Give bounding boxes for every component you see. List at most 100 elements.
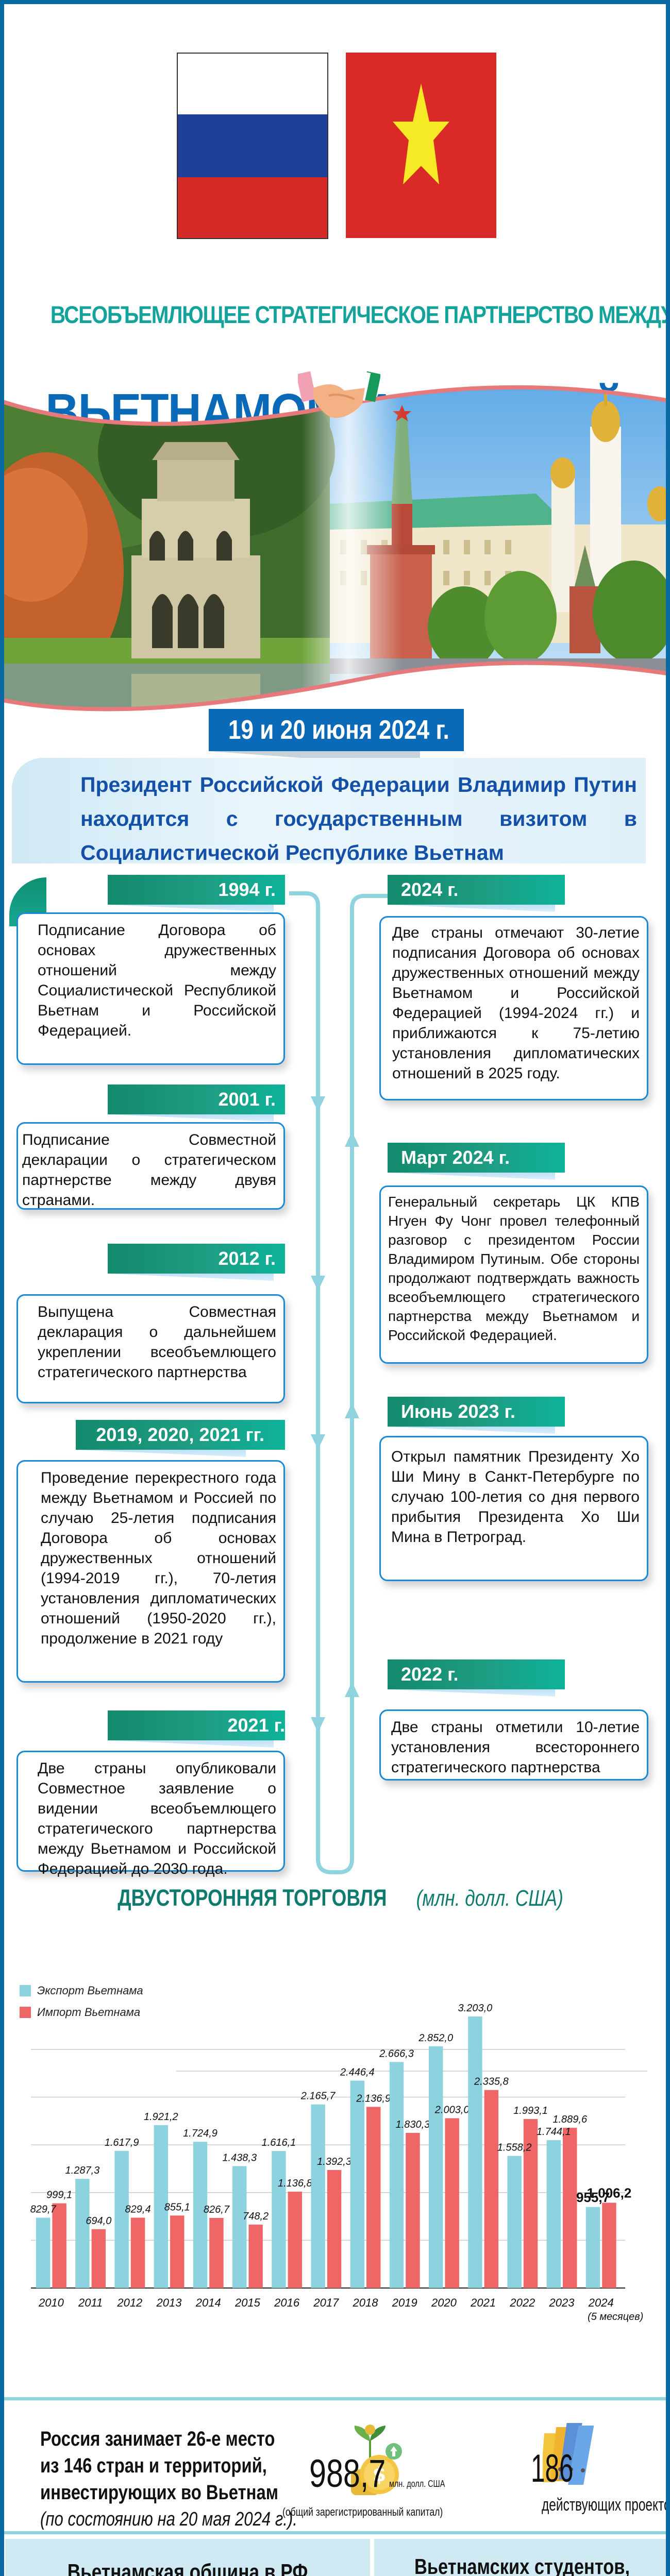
svg-text:2.852,0: 2.852,0 [418,2032,453,2044]
label-tail [388,1689,555,1697]
timeline-card-march-2024: Генеральный секретарь ЦК КПВ Нгуен Фу Чо… [379,1185,648,1364]
rank-line: инвестирующих во Вьетнам [40,2481,278,2504]
capital-value: 988,7 [309,2452,386,2496]
svg-text:2.335,8: 2.335,8 [474,2076,509,2088]
svg-text:1.889,6: 1.889,6 [552,2114,588,2125]
svg-text:1.616,1: 1.616,1 [262,2137,296,2148]
svg-text:1.136,8: 1.136,8 [278,2178,312,2189]
timeline-card-2019-2021: Проведение перекрестного года между Вьет… [16,1460,285,1683]
divider [4,2397,666,2400]
svg-text:$: $ [373,2463,386,2486]
svg-text:694,0: 694,0 [86,2215,111,2227]
svg-text:2.446,4: 2.446,4 [340,2066,375,2078]
svg-text:2.003,0: 2.003,0 [434,2104,470,2115]
timeline-label-2022: 2022 г. [388,1659,565,1689]
chart-legend: Экспорт Вьетнама Импорт Вьетнама [20,1980,143,2023]
binders-icon [543,2423,594,2485]
visit-date-badge: 19 и 20 июня 2024 г. [209,709,464,751]
svg-text:2017: 2017 [313,2296,339,2309]
legend-export: Экспорт Вьетнама [20,1980,143,2002]
projects-label: действующих проектов [542,2495,670,2515]
svg-text:2.136,9: 2.136,9 [356,2093,391,2104]
handshake-icon [298,371,380,418]
russia-flag-icon [177,53,328,239]
timeline-label-1994: 1994 г. [108,875,285,905]
svg-text:2010: 2010 [38,2296,64,2309]
timeline-label-2021: 2021 г. [108,1710,285,1740]
vietnam-flag-icon [346,53,496,238]
projects-value: 186 [531,2447,574,2490]
svg-text:1.921,2: 1.921,2 [144,2111,178,2123]
svg-text:1.993,1: 1.993,1 [513,2105,548,2116]
svg-text:1.744,1: 1.744,1 [537,2126,571,2138]
community-panel: Вьетнамская община в РФ ~60.000 человек [5,2539,370,2576]
star-icon [393,83,449,184]
visit-text: Президент Российской Федерации Владимир … [80,773,637,865]
svg-text:1.617,9: 1.617,9 [105,2137,139,2148]
capital-unit: млн. долл. США [389,2479,445,2489]
svg-text:2012: 2012 [116,2296,142,2309]
visit-box [12,758,646,863]
coins-plant-icon: $ [351,2425,402,2495]
landmarks-banner [4,385,666,711]
svg-text:(5 месяцев): (5 месяцев) [588,2311,643,2323]
svg-text:829,7: 829,7 [30,2204,57,2215]
svg-text:999,1: 999,1 [46,2190,72,2201]
import-swatch-icon [20,2007,31,2018]
trade-title-text: ДВУСТОРОННЯЯ ТОРГОВЛЯ [118,1885,387,1911]
svg-text:1.558,2: 1.558,2 [497,2142,532,2154]
label-tail [108,1740,274,1748]
svg-text:2023: 2023 [549,2296,575,2309]
timeline-label-2019-2021: 2019, 2020, 2021 гг. [76,1420,285,1450]
legend-export-label: Экспорт Вьетнама [37,1984,143,1997]
label-tail [388,1173,555,1180]
svg-text:2016: 2016 [274,2296,300,2309]
title-line1: ВСЕОБЪЕМЛЮЩЕЕ СТРАТЕГИЧЕСКОЕ ПАРТНЕРСТВО… [50,301,670,328]
svg-text:826,7: 826,7 [204,2204,230,2215]
svg-text:2024: 2024 [588,2296,614,2309]
svg-text:1.392,3: 1.392,3 [317,2156,351,2167]
timeline-label-2024: 2024 г. [388,875,565,905]
timeline-label-march-2024: Март 2024 г. [388,1143,565,1173]
svg-text:2014: 2014 [195,2296,221,2309]
timeline-card-2001: Подписание Совместной декларации о страт… [16,1122,285,1210]
trade-bar-chart: 829,7999,120101.287,3694,020111.617,9829… [30,2003,647,2323]
label-tail [388,905,555,912]
divider [4,2531,666,2534]
rank-line: из 146 стран и территорий, [40,2454,267,2477]
investment-rank: Россия занимает 26-е место из 146 стран … [40,2426,297,2533]
svg-text:2015: 2015 [234,2296,261,2309]
students-panel: Вьетнамских студентов, обучающихся в РФ … [374,2539,666,2576]
capital-figure: 988,7 млн. долл. США [309,2451,459,2496]
svg-text:855,1: 855,1 [164,2201,190,2213]
svg-text:2011: 2011 [78,2296,103,2309]
svg-text:1.724,9: 1.724,9 [183,2128,217,2139]
svg-text:2020: 2020 [431,2296,457,2309]
legend-import-label: Импорт Вьетнама [37,2006,141,2019]
svg-text:2.666,3: 2.666,3 [379,2048,414,2059]
label-tail [388,1427,555,1434]
label-tail [108,1114,274,1122]
rank-line: Россия занимает 26-е место [40,2428,275,2450]
trade-chart-title: ДВУСТОРОННЯЯ ТОРГОВЛЯ (млн. долл. США) [4,1885,666,1911]
timeline-card-2012: Выпущена Совместная декларация о дальней… [16,1294,285,1403]
svg-text:2021: 2021 [470,2296,496,2309]
svg-text:2019: 2019 [392,2296,417,2309]
community-title: Вьетнамская община в РФ [67,2560,308,2576]
svg-text:2018: 2018 [353,2296,379,2309]
timeline-card-2022: Две страны отметили 10-летие установлени… [379,1709,648,1781]
timeline-card-1994: Подписание Договора об основах дружестве… [16,912,285,1065]
svg-text:829,4: 829,4 [125,2204,151,2215]
trade-unit-text: (млн. долл. США) [416,1886,564,1911]
timeline-card-june-2023: Открыл памятник Президенту Хо Ши Мину в … [379,1436,648,1581]
capital-note: (общий зарегистрированный капитал) [282,2505,443,2518]
export-swatch-icon [20,1985,31,1996]
label-tail [108,1274,274,1281]
rank-note: (по состоянию на 20 мая 2024 г.). [40,2509,297,2530]
svg-text:3.203,0: 3.203,0 [458,2003,493,2014]
timeline-label-june-2023: Июнь 2023 г. [388,1397,565,1427]
svg-text:955,7: 955,7 [576,2190,610,2205]
timeline-card-2024: Две страны отмечают 30-летие подписания … [379,916,648,1100]
svg-text:1.438,3: 1.438,3 [222,2152,257,2163]
